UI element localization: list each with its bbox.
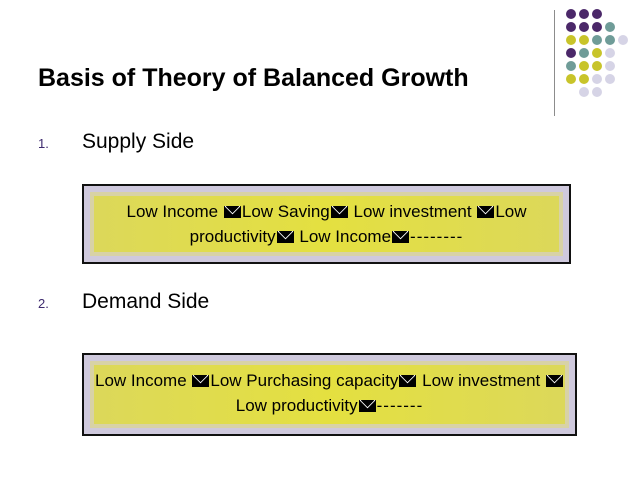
- decor-dot: [592, 48, 602, 58]
- supply-chain-text: Low Income Low Saving Low investment Low…: [90, 199, 563, 249]
- decor-dot: [592, 35, 602, 45]
- decor-dot: [592, 61, 602, 71]
- chain-term: Low investment: [417, 371, 545, 390]
- chain-term: Low Purchasing capacity: [210, 371, 399, 390]
- decor-dot: [592, 9, 602, 19]
- decor-dot: [566, 9, 576, 19]
- slide-title: Basis of Theory of Balanced Growth: [38, 64, 469, 92]
- chain-term: Low investment: [348, 202, 477, 221]
- envelope-icon: [192, 375, 210, 387]
- list-number: 2.: [38, 296, 49, 311]
- list-number: 1.: [38, 136, 49, 151]
- decor-dot: [605, 74, 615, 84]
- decor-dot: [566, 74, 576, 84]
- chain-term: Low productivity: [235, 396, 358, 415]
- decor-dot: [605, 48, 615, 58]
- demand-chain-box: Low Income Low Purchasing capacity Low i…: [82, 353, 577, 436]
- decor-dot: [566, 35, 576, 45]
- decor-dot: [579, 74, 589, 84]
- decor-dot: [605, 22, 615, 32]
- box-inner: [94, 365, 565, 424]
- envelope-icon: [223, 206, 241, 218]
- decor-dot: [605, 61, 615, 71]
- envelope-icon: [276, 231, 294, 243]
- demand-chain-text: Low Income Low Purchasing capacity Low i…: [90, 368, 569, 418]
- chain-continuation: --------: [410, 227, 464, 246]
- envelope-icon: [330, 206, 348, 218]
- decor-dot: [579, 87, 589, 97]
- decor-dot: [579, 35, 589, 45]
- decor-dot: [592, 87, 602, 97]
- envelope-icon: [399, 375, 417, 387]
- vertical-divider: [554, 10, 555, 116]
- chain-term: Low Income: [294, 227, 392, 246]
- envelope-icon: [358, 400, 376, 412]
- envelope-icon: [392, 231, 410, 243]
- decor-dot: [579, 61, 589, 71]
- decor-dot: [579, 22, 589, 32]
- envelope-icon: [477, 206, 495, 218]
- chain-term: Low Income: [95, 371, 192, 390]
- decorative-dot-grid: [566, 9, 630, 101]
- decor-dot: [566, 22, 576, 32]
- chain-continuation: -------: [376, 396, 424, 415]
- chain-term: Low Saving: [241, 202, 330, 221]
- list-label: Demand Side: [82, 290, 210, 313]
- decor-dot: [566, 61, 576, 71]
- envelope-icon: [546, 375, 563, 387]
- supply-chain-box: Low Income Low Saving Low investment Low…: [82, 184, 571, 264]
- decor-dot: [579, 9, 589, 19]
- decor-dot: [618, 35, 628, 45]
- chain-term: Low Income: [126, 202, 223, 221]
- decor-dot: [605, 35, 615, 45]
- decor-dot: [566, 48, 576, 58]
- decor-dot: [592, 74, 602, 84]
- list-label: Supply Side: [82, 130, 195, 153]
- decor-dot: [592, 22, 602, 32]
- chain-term: Low productivity: [189, 202, 527, 246]
- decor-dot: [579, 48, 589, 58]
